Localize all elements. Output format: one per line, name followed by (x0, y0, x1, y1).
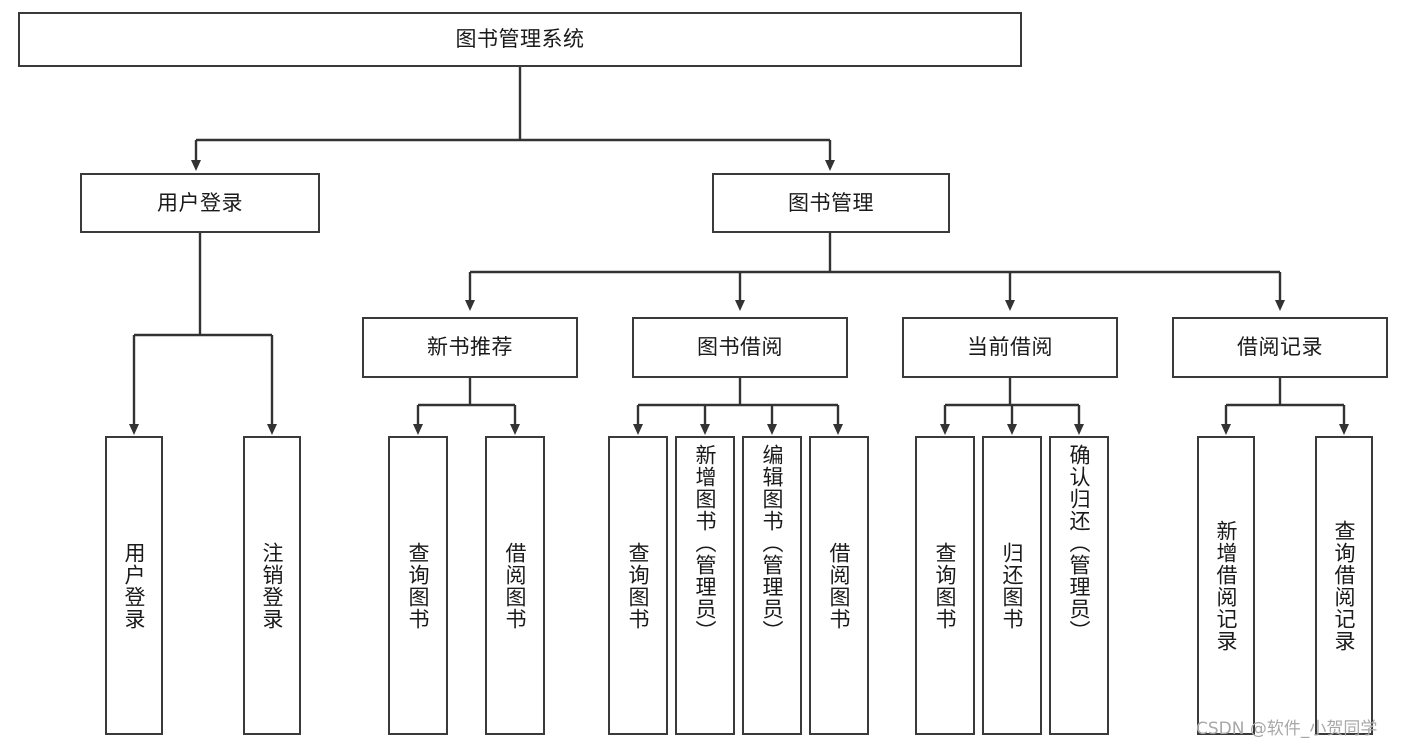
node-user-login-label: 用户登录 (157, 190, 243, 215)
node-book-manage-label: 图书管理 (788, 190, 874, 215)
node-root-label: 图书管理系统 (455, 27, 585, 52)
leaf-current-borrow-1-label: 查询图书 (933, 541, 958, 630)
leaf-book-borrow-2-label: 新增图书（管理员） (693, 444, 718, 642)
leaf-borrow-record-2-label: 查询借阅记录 (1332, 519, 1357, 652)
leaf-borrow-record-1[interactable]: 新增借阅记录 (1197, 436, 1255, 735)
csdn-watermark: CSDN @软件_小贺同学 (1196, 719, 1378, 739)
leaf-current-borrow-2[interactable]: 归还图书 (982, 436, 1042, 735)
leaf-user-login-1[interactable]: 用户登录 (105, 436, 163, 735)
leaf-new-book-rec-2-label: 借阅图书 (503, 541, 528, 630)
node-root[interactable]: 图书管理系统 (18, 12, 1022, 67)
leaf-new-book-rec-1[interactable]: 查询图书 (388, 436, 448, 735)
leaf-user-login-2-label: 注销登录 (260, 541, 285, 630)
node-new-book-rec[interactable]: 新书推荐 (362, 317, 578, 378)
leaf-borrow-record-1-label: 新增借阅记录 (1214, 519, 1239, 652)
leaf-borrow-record-2[interactable]: 查询借阅记录 (1315, 436, 1373, 735)
leaf-book-borrow-2[interactable]: 新增图书（管理员） (675, 436, 735, 735)
node-current-borrow[interactable]: 当前借阅 (902, 317, 1118, 378)
leaf-new-book-rec-2[interactable]: 借阅图书 (485, 436, 545, 735)
node-borrow-record-label: 借阅记录 (1237, 335, 1323, 360)
leaf-book-borrow-4[interactable]: 借阅图书 (809, 436, 869, 735)
node-user-login[interactable]: 用户登录 (80, 173, 320, 233)
leaf-current-borrow-3[interactable]: 确认归还（管理员） (1049, 436, 1109, 735)
node-book-borrow[interactable]: 图书借阅 (632, 317, 848, 378)
leaf-current-borrow-1[interactable]: 查询图书 (915, 436, 975, 735)
node-borrow-record[interactable]: 借阅记录 (1172, 317, 1388, 378)
node-book-manage[interactable]: 图书管理 (712, 173, 950, 233)
leaf-user-login-2[interactable]: 注销登录 (243, 436, 301, 735)
node-new-book-rec-label: 新书推荐 (427, 335, 513, 360)
leaf-book-borrow-1-label: 查询图书 (626, 541, 651, 630)
leaf-book-borrow-1[interactable]: 查询图书 (608, 436, 668, 735)
leaf-book-borrow-3-label: 编辑图书（管理员） (760, 444, 785, 642)
leaf-book-borrow-4-label: 借阅图书 (827, 541, 852, 630)
leaf-new-book-rec-1-label: 查询图书 (406, 541, 431, 630)
node-book-borrow-label: 图书借阅 (697, 335, 783, 360)
leaf-user-login-1-label: 用户登录 (122, 541, 147, 630)
leaf-book-borrow-3[interactable]: 编辑图书（管理员） (742, 436, 802, 735)
leaf-current-borrow-3-label: 确认归还（管理员） (1067, 444, 1092, 642)
node-current-borrow-label: 当前借阅 (967, 335, 1053, 360)
leaf-current-borrow-2-label: 归还图书 (1000, 541, 1025, 630)
